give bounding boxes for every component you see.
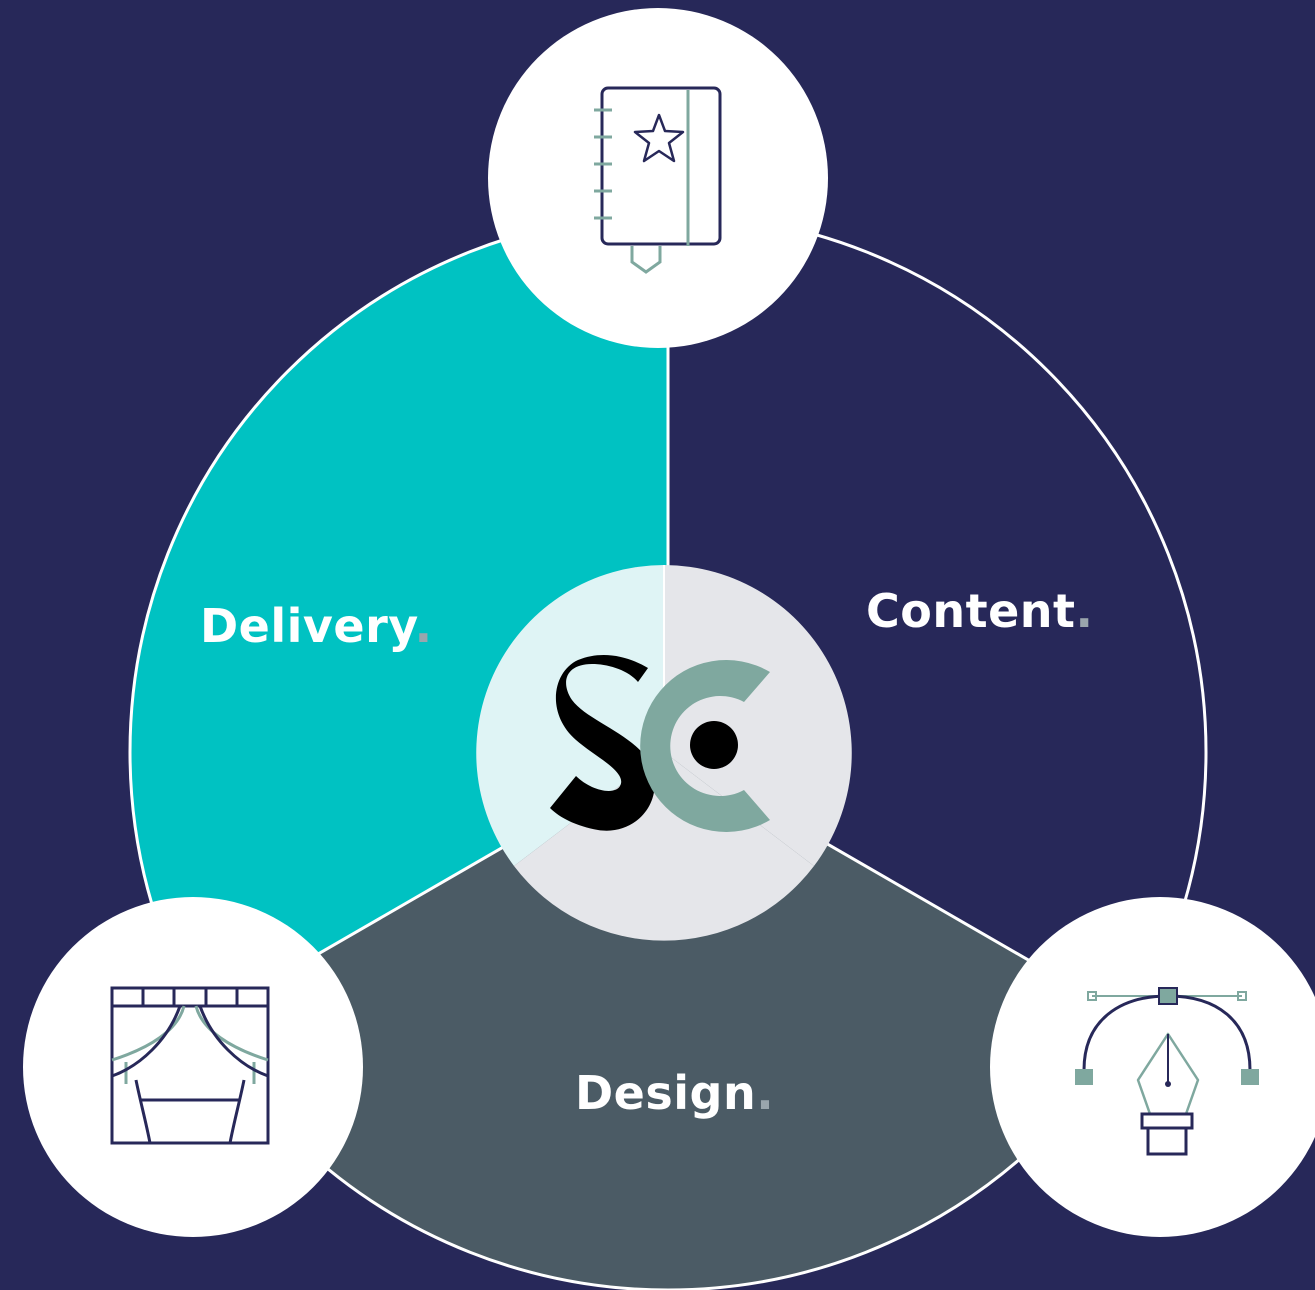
icon-circle-bottom-right <box>990 897 1315 1237</box>
center-hub-bottom <box>514 752 814 941</box>
content-label-text: Content <box>866 584 1076 638</box>
center-hub-right <box>664 565 852 866</box>
content-label-dot: . <box>1075 584 1094 638</box>
notebook-star-icon <box>594 86 722 274</box>
icon-circle-bottom-left <box>23 897 363 1237</box>
design-label-dot: . <box>756 1066 775 1120</box>
design-label-text: Design <box>575 1066 757 1120</box>
logo-letter-c <box>640 659 770 832</box>
sc-logo <box>550 654 770 832</box>
theater-curtain-icon <box>110 986 270 1145</box>
design-label: Design. <box>575 1070 774 1116</box>
logo-letter-s <box>550 654 655 831</box>
pen-tool-bezier-icon <box>1075 987 1259 1156</box>
delivery-label: Delivery. <box>200 603 433 649</box>
content-label: Content. <box>866 588 1094 634</box>
delivery-label-text: Delivery <box>200 599 415 653</box>
icon-circle-top <box>488 8 828 348</box>
delivery-label-dot: . <box>414 599 433 653</box>
logo-dot <box>690 721 738 769</box>
